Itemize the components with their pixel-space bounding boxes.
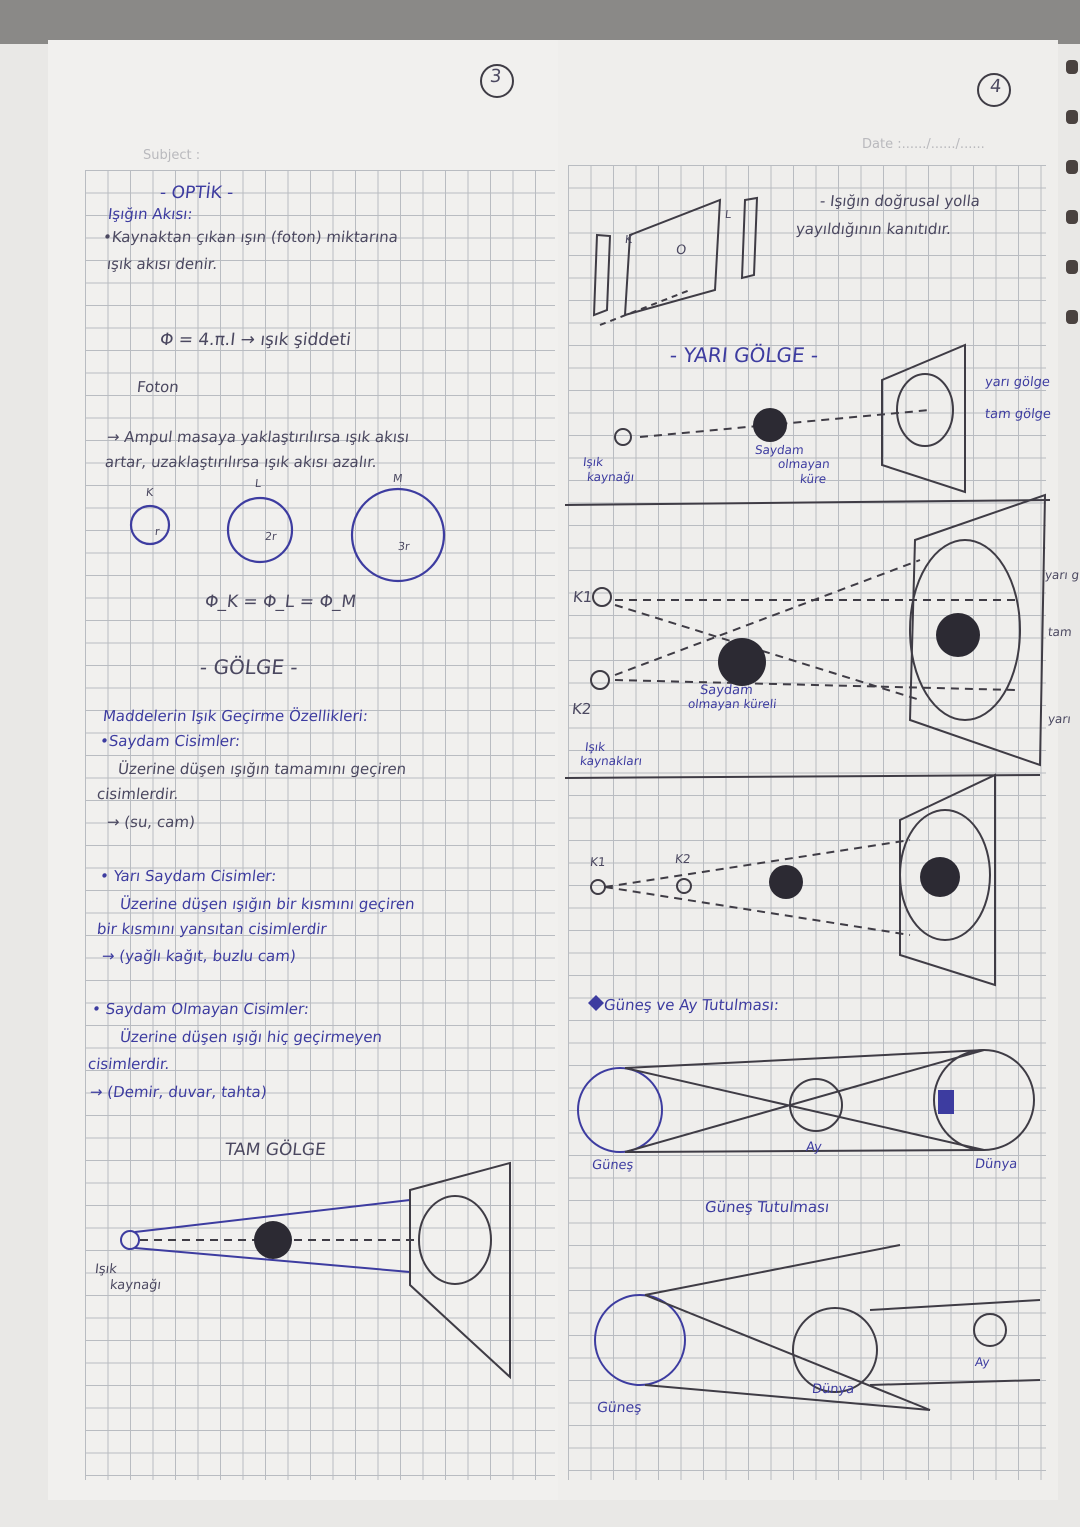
circle-label: M	[392, 472, 404, 485]
background-surface	[0, 0, 1080, 44]
solar-eclipse-diagram	[594, 1244, 1041, 1411]
saydam-heading: •Saydam Cisimler:	[99, 732, 242, 750]
sphere-label: küre	[799, 472, 827, 486]
straight-line-box	[592, 196, 759, 326]
sphere-label: olmayan	[777, 457, 831, 471]
saydam-text: Üzerine düşen ışığın tamamını geçiren	[117, 760, 408, 778]
lunar-eclipse-diagram	[577, 1049, 1035, 1153]
opak-example: → (Demir, duvar, tahta)	[89, 1083, 268, 1101]
full-shadow-label: tam gölge	[984, 407, 1052, 422]
flux-definition: ışık akısı denir.	[106, 255, 219, 273]
two-source-diagram	[590, 493, 1047, 767]
label-dunya: Dünya	[974, 1157, 1018, 1172]
source-k2: K2	[674, 852, 692, 866]
label-gunes: Güneş	[591, 1158, 635, 1173]
source-label: Işık	[94, 1262, 118, 1277]
source-label: kaynağı	[586, 470, 635, 484]
box-label: K	[624, 233, 633, 246]
full-shadow-diagram	[120, 1161, 511, 1380]
radius-label: r	[154, 525, 161, 538]
spiral-ring	[1066, 110, 1078, 124]
edge-label: yarı	[1047, 712, 1072, 726]
circle-m	[350, 487, 446, 583]
opak-heading: • Saydam Olmayan Cisimler:	[91, 1000, 310, 1018]
opak-text: Üzerine düşen ışığı hiç geçirmeyen	[119, 1028, 384, 1046]
grid-right	[568, 165, 1046, 1480]
yari-saydam-text: bir kısmını yansıtan cisimlerdir	[96, 920, 328, 938]
spiral-ring	[1066, 310, 1078, 324]
opak-text: cisimlerdir.	[87, 1055, 171, 1073]
yari-saydam-heading: • Yarı Saydam Cisimler:	[99, 867, 278, 885]
half-shadow-label: yarı gölge	[984, 375, 1051, 390]
yari-saydam-text: Üzerine düşen ışığın bir kısmını geçiren	[119, 895, 416, 913]
date-label: Date :....../....../......	[862, 137, 985, 152]
sources-label: kaynakları	[579, 754, 643, 768]
source-label: Işık	[582, 455, 604, 469]
formula: Φ = 4.π.I → ışık şiddeti	[158, 330, 352, 350]
properties-heading: Maddelerin Işık Geçirme Özellikleri:	[102, 707, 369, 725]
divider	[564, 499, 1051, 506]
sphere-label: Saydam	[699, 683, 754, 698]
source-label: kaynağı	[109, 1278, 162, 1293]
opaque-ball	[254, 1221, 292, 1259]
straight-line-note: yayıldığının kanıtıdır.	[795, 220, 953, 238]
aligned-sources-diagram	[590, 773, 996, 987]
label-ay: Ay	[805, 1140, 823, 1155]
solar-eclipse-title: Güneş Tutulması	[704, 1198, 831, 1216]
straight-line-note: - Işığın doğrusal yolla	[819, 192, 981, 210]
source-k2: K2	[571, 700, 593, 718]
page-number-circle	[977, 73, 1011, 107]
edge-label: yarı g	[1044, 568, 1080, 582]
source-k1: K1	[572, 588, 594, 606]
radius-label: 2r	[264, 530, 278, 543]
spiral-ring	[1066, 60, 1078, 74]
circle-l	[226, 496, 294, 564]
saydam-example: → (su, cam)	[106, 813, 196, 831]
circle-k	[129, 504, 171, 546]
page-number-circle	[480, 64, 514, 98]
flux-definition: •Kaynaktan çıkan ışın (foton) miktarına	[102, 228, 399, 246]
spiral-ring	[1066, 260, 1078, 274]
sphere-label: olmayan küreli	[687, 697, 778, 711]
subject-label: Subject :	[143, 148, 201, 163]
box-label: O	[675, 243, 688, 258]
source-k1: K1	[589, 855, 607, 869]
label-gunes: Güneş	[596, 1400, 643, 1416]
foton-label: Foton	[136, 378, 180, 396]
eclipse-heading: Güneş ve Ay Tutulması:	[603, 996, 780, 1014]
title-optik: - OPTİK -	[158, 183, 235, 203]
ampul-note: → Ampul masaya yaklaştırılırsa ışık akıs…	[106, 428, 410, 446]
grid-left	[85, 170, 555, 1480]
tam-golge-title: TAM GÖLGE	[223, 1140, 327, 1160]
bullet-icon	[588, 995, 604, 1011]
flux-equality: Φ_K = Φ_L = Φ_M	[203, 592, 358, 612]
radius-label: 3r	[397, 540, 411, 553]
sources-label: Işık	[584, 740, 606, 754]
golge-title: - GÖLGE -	[198, 655, 299, 679]
yari-saydam-example: → (yağlı kağıt, buzlu cam)	[101, 947, 297, 965]
label-ay: Ay	[974, 1355, 991, 1369]
spiral-ring	[1066, 210, 1078, 224]
ampul-note: artar, uzaklaştırılırsa ışık akısı azalı…	[104, 453, 378, 471]
flux-heading: Işığın Akısı:	[107, 205, 194, 223]
edge-label: tam	[1047, 625, 1073, 639]
label-dunya: Dünya	[811, 1382, 855, 1397]
sphere-label: Saydam	[754, 443, 805, 457]
divider	[564, 774, 1041, 779]
circle-label: K	[145, 486, 154, 499]
spiral-ring	[1066, 160, 1078, 174]
yari-golge-title: - YARI GÖLGE -	[668, 343, 820, 367]
saydam-text: cisimlerdir.	[96, 785, 180, 803]
